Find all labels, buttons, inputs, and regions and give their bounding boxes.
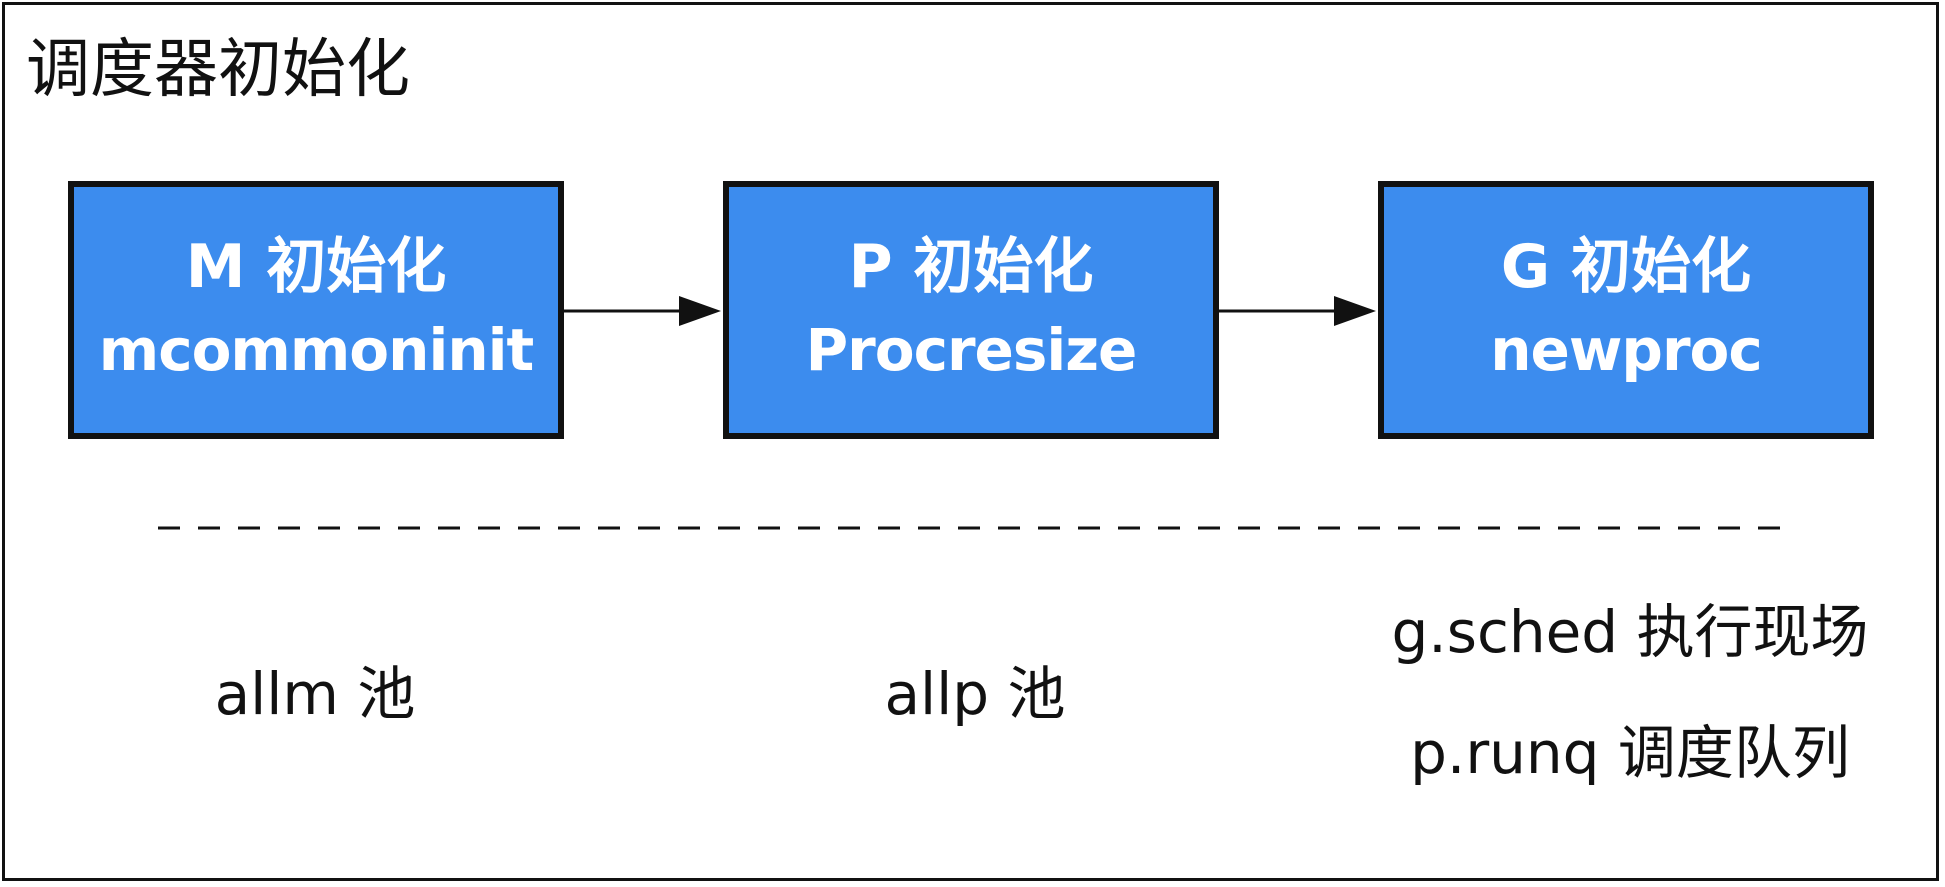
arrow-p-to-g [1219,296,1376,326]
p-note: allp 池 [884,660,1066,728]
p-init-box: P 初始化 Procresize [723,181,1219,439]
m-init-box: M 初始化 mcommoninit [68,181,564,439]
g-init-function: newproc [1490,316,1763,384]
g-init-box: G 初始化 newproc [1378,181,1874,439]
g-note-sched: g.sched 执行现场 [1391,598,1869,666]
p-init-function: Procresize [805,316,1138,384]
m-init-heading: M 初始化 [185,232,447,302]
g-note-runq: p.runq 调度队列 [1410,719,1850,787]
m-init-function: mcommoninit [98,316,534,384]
g-init-heading: G 初始化 [1500,232,1752,302]
m-note: allm 池 [214,660,416,728]
diagram-title: 调度器初始化 [26,33,410,107]
arrow-m-to-p [564,296,721,326]
p-init-heading: P 初始化 [848,232,1094,302]
